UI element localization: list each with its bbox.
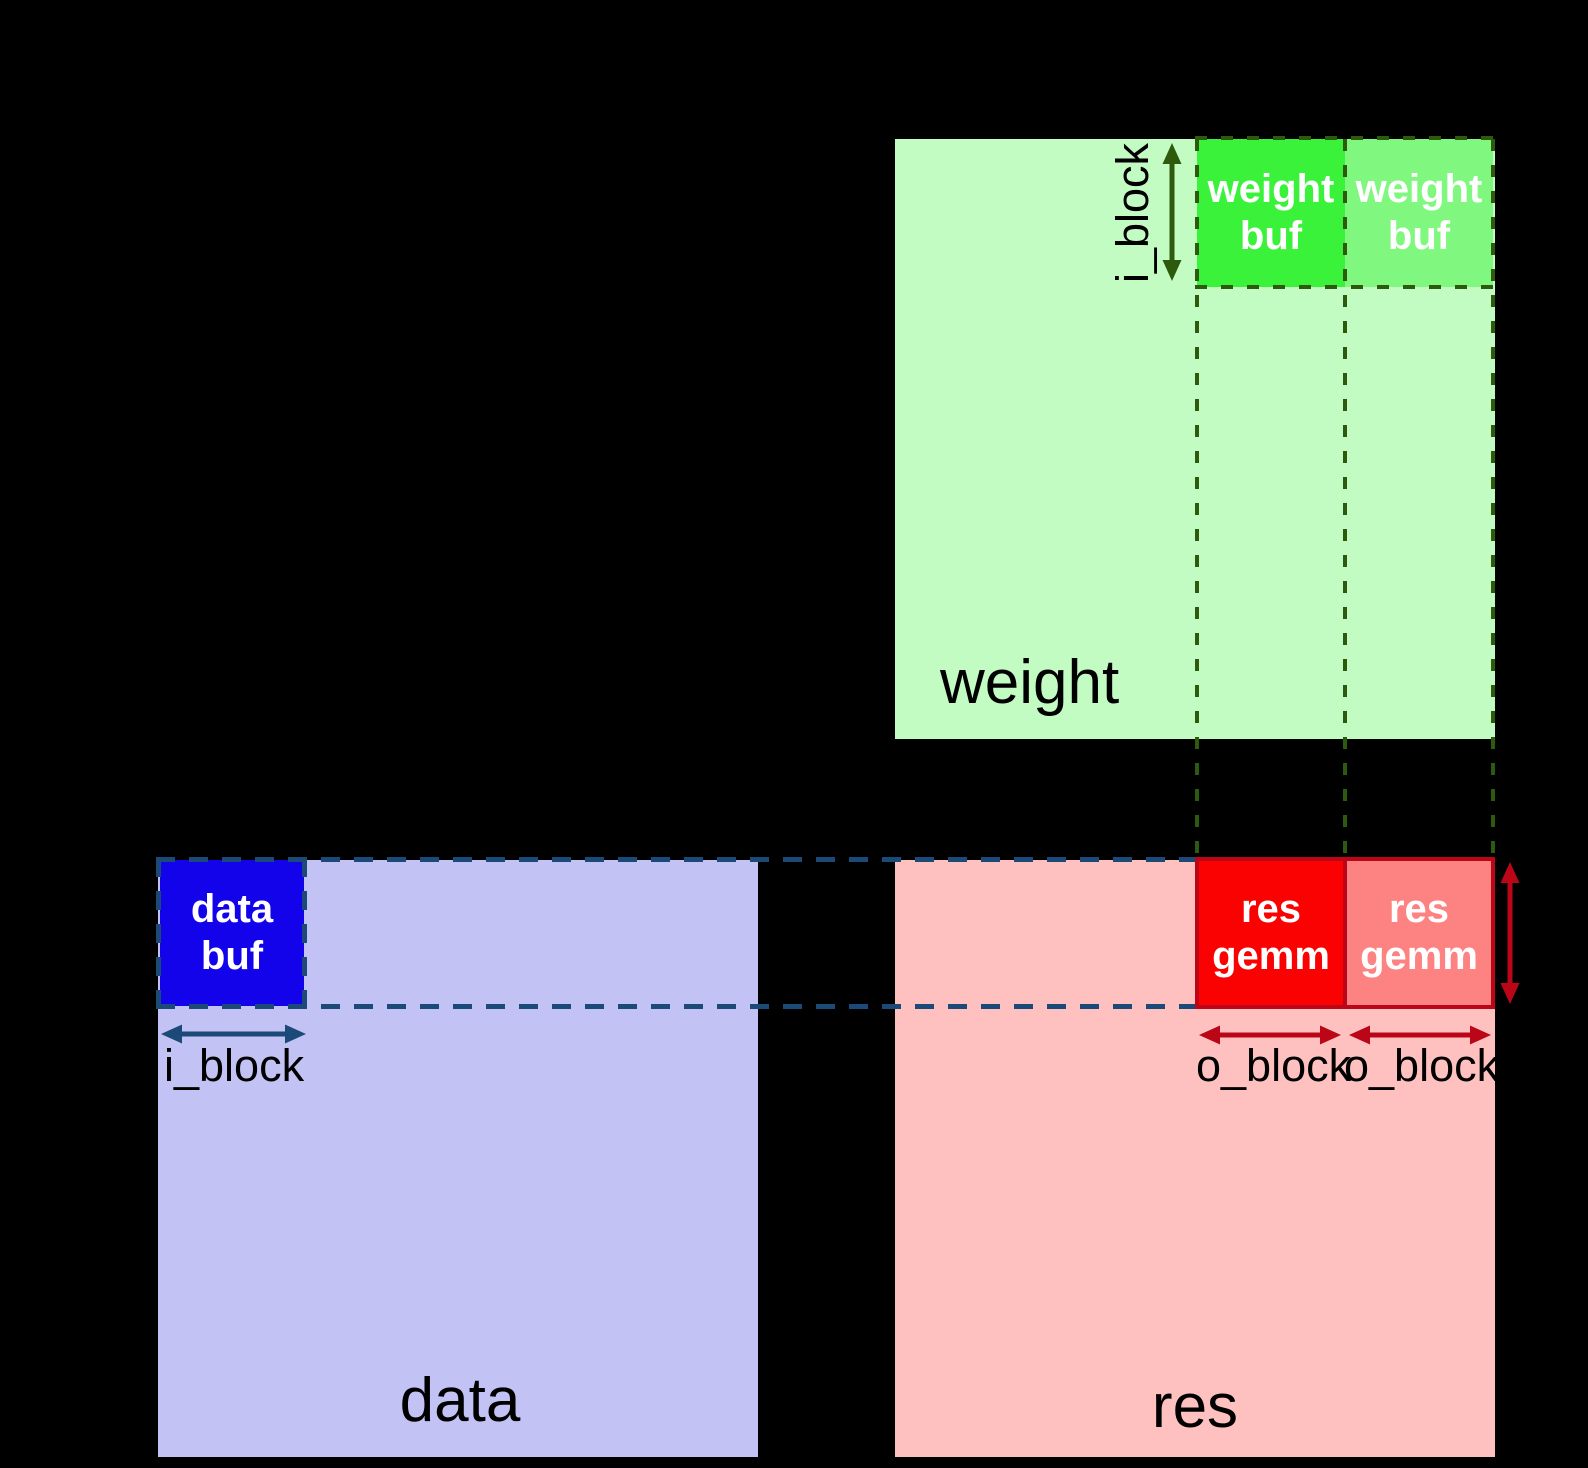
green-dashed-line-top [1195, 136, 1495, 140]
blue-dashed-line-bottom [156, 1004, 1197, 1009]
iblock-vertical-arrow-icon [1162, 143, 1182, 281]
iblock-horizontal-label: i_block [164, 1040, 305, 1091]
blue-dashed-line-left [156, 858, 161, 1008]
oblock-label-2: o_block [1344, 1040, 1500, 1091]
res-tile-height-arrow-icon [1500, 862, 1520, 1004]
res-matrix-label: res [1151, 1372, 1239, 1441]
weight-matrix-label: weight [940, 648, 1120, 717]
blue-dashed-line-top [156, 857, 1197, 862]
green-dashed-line-right [1491, 139, 1495, 859]
green-dashed-line-middle [1343, 139, 1347, 859]
iblock-horizontal-arrow-icon [161, 1024, 306, 1044]
oblock-arrow-2-icon [1349, 1025, 1491, 1045]
oblock-label-1: o_block [1196, 1040, 1352, 1091]
green-dashed-line-left [1195, 139, 1199, 859]
iblock-vertical-label: i_block [1107, 142, 1158, 284]
oblock-arrow-1-icon [1199, 1025, 1341, 1045]
data-matrix-label: data [399, 1366, 521, 1435]
blue-dashed-line-right [302, 858, 307, 1008]
